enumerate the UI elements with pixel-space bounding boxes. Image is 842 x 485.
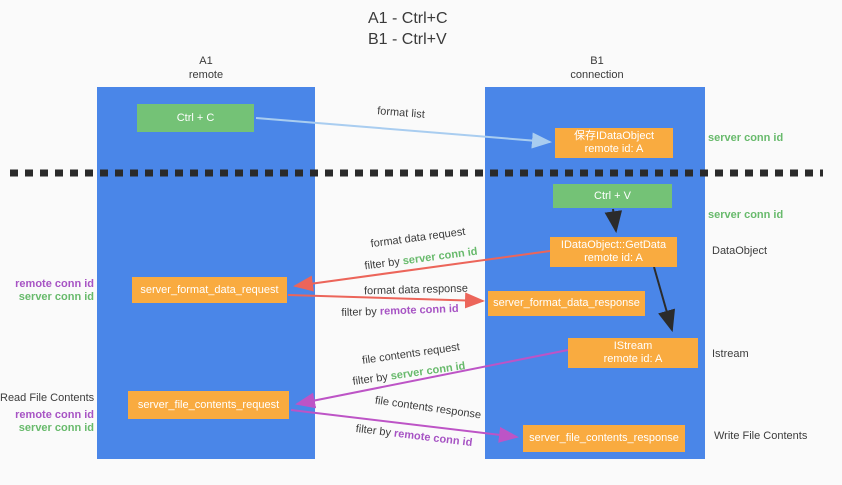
node-save-idataobject: 保存IDataObject remote id: A xyxy=(555,128,673,158)
label-format-list: format list xyxy=(376,105,426,121)
node-getdata-subtitle: remote id: A xyxy=(584,252,643,264)
label-server-conn-id-left-2: server conn id xyxy=(18,422,94,434)
node-file-request-label: server_file_contents_request xyxy=(137,398,280,411)
node-format-request-label: server_format_data_request xyxy=(140,283,279,296)
diagram-title: A1 - Ctrl+C B1 - Ctrl+V xyxy=(368,8,448,50)
node-server-format-data-request: server_format_data_request xyxy=(132,277,287,303)
server-conn-id-text: server conn id xyxy=(389,360,467,383)
node-save-idataobject-title: 保存IDataObject xyxy=(573,130,655,142)
node-ctrl-v-label: Ctrl + V xyxy=(594,189,631,202)
remote-conn-id-text: remote conn id xyxy=(379,302,459,318)
label-conn-ids-format: remote conn id server conn id xyxy=(0,278,94,304)
filter-by-prefix: filter by xyxy=(341,305,381,320)
node-ctrl-c: Ctrl + C xyxy=(137,104,254,132)
lane-b1-sub: connection xyxy=(570,69,624,81)
lane-header-a1: A1 remote xyxy=(146,54,266,82)
label-remote-conn-id-left-1: remote conn id xyxy=(15,278,94,290)
node-ctrl-c-label: Ctrl + C xyxy=(176,111,215,124)
label-write-file-contents: Write File Contents xyxy=(714,430,808,442)
title-line-1: A1 - Ctrl+C xyxy=(368,10,448,27)
label-read-file-contents: Read File Contents xyxy=(0,392,95,404)
label-file-contents-response: file contents response xyxy=(374,394,482,422)
label-read-file-block: Read File Contents remote conn id server… xyxy=(0,392,94,435)
filter-by-prefix: filter by xyxy=(363,255,404,273)
node-server-file-contents-request: server_file_contents_request xyxy=(128,391,289,419)
label-filter-by-remote-conn-id-2: filter by remote conn id xyxy=(355,423,473,449)
lane-header-b1: B1 connection xyxy=(537,54,657,82)
node-format-response-label: server_format_data_response xyxy=(493,297,640,309)
label-istream: Istream xyxy=(712,348,749,360)
label-filter-by-server-conn-id-1: filter by server conn id xyxy=(364,246,478,273)
node-idataobject-getdata: IDataObject::GetData remote id: A xyxy=(550,237,677,267)
label-server-conn-id-left-1: server conn id xyxy=(18,291,94,303)
node-getdata-title: IDataObject::GetData xyxy=(560,239,667,251)
label-dataobject: DataObject xyxy=(712,245,768,257)
lane-a1-name: A1 xyxy=(199,55,213,67)
node-server-format-data-response: server_format_data_response xyxy=(488,291,645,316)
node-server-file-contents-response: server_file_contents_response xyxy=(523,425,685,452)
filter-by-prefix: filter by xyxy=(351,370,392,388)
node-file-response-label: server_file_contents_response xyxy=(529,432,679,444)
filter-by-prefix: filter by xyxy=(355,422,395,440)
lane-b1-name: B1 xyxy=(590,55,604,67)
label-server-conn-id-top: server conn id xyxy=(708,132,784,144)
label-format-data-request: format data request xyxy=(369,225,467,251)
title-line-2: B1 - Ctrl+V xyxy=(368,31,447,48)
label-format-data-response: format data response xyxy=(363,282,469,298)
server-conn-id-text: server conn id xyxy=(402,245,479,268)
label-remote-conn-id-left-2: remote conn id xyxy=(15,409,94,421)
node-istream-subtitle: remote id: A xyxy=(603,353,663,365)
label-server-conn-id-mid: server conn id xyxy=(708,209,784,221)
label-filter-by-remote-conn-id-1: filter by remote conn id xyxy=(341,303,459,319)
remote-conn-id-text: remote conn id xyxy=(393,427,473,450)
node-ctrl-v: Ctrl + V xyxy=(553,184,672,208)
lane-a1-sub: remote xyxy=(188,69,224,81)
node-istream-title: IStream xyxy=(613,340,653,352)
node-istream: IStream remote id: A xyxy=(568,338,698,368)
node-save-idataobject-subtitle: remote id: A xyxy=(584,143,644,155)
